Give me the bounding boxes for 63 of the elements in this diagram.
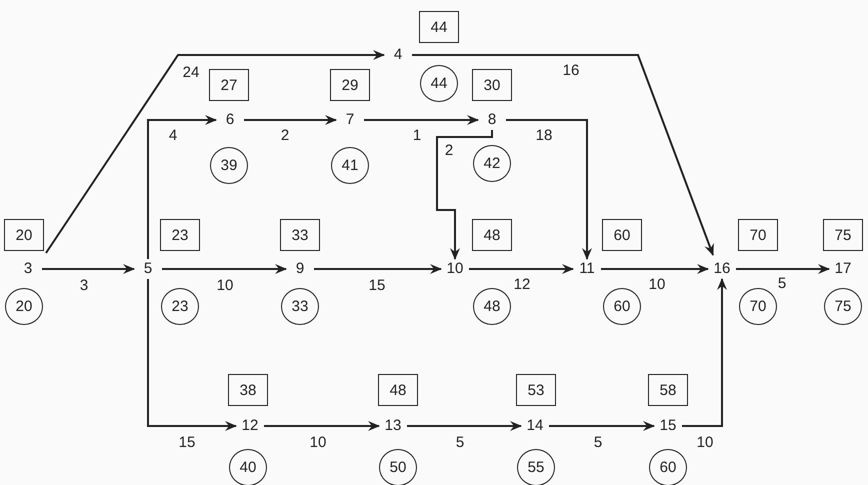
event-number: 10 [441,259,469,279]
early-time-box: 20 [4,219,44,251]
late-time-circle: 60 [649,449,687,485]
event-number: 3 [14,259,42,279]
early-time-box: 53 [516,374,556,406]
arrow [682,278,727,427]
event-number: 4 [384,45,412,65]
event-number: 7 [336,110,364,130]
early-time-box: 30 [472,69,512,101]
early-time-box: 38 [228,374,268,406]
early-time-box: 23 [160,219,200,251]
early-time-box: 29 [330,69,370,101]
event-number: 8 [478,110,506,130]
late-time-circle: 39 [210,147,248,184]
early-time-box: 33 [280,219,320,251]
late-time-circle: 42 [473,145,511,182]
early-time-box: 58 [648,374,688,406]
late-time-circle: 40 [229,449,267,485]
late-time-circle: 44 [420,65,458,102]
arrow [549,421,655,431]
arrow [736,264,830,274]
late-time-circle: 23 [161,288,199,325]
early-time-box: 48 [378,374,418,406]
early-time-box: 44 [419,11,459,43]
arrow [506,119,592,260]
event-number: 14 [521,416,549,436]
arrow [412,54,714,256]
arrow [244,115,337,125]
event-number: 12 [236,416,264,436]
arrow [436,130,493,260]
arrow [407,421,522,431]
late-time-circle: 48 [473,288,511,325]
early-time-box: 27 [209,69,249,101]
late-time-circle: 70 [739,288,777,325]
event-number: 13 [379,416,407,436]
event-number: 11 [573,259,601,279]
arrow [45,50,385,254]
late-time-circle: 41 [331,147,369,184]
early-time-box: 75 [823,219,863,251]
arrow [264,421,380,431]
early-time-box: 60 [602,219,642,251]
arrow [147,279,237,431]
late-time-circle: 75 [824,288,862,325]
arrow [42,264,135,274]
early-time-box: 70 [738,219,778,251]
late-time-circle: 33 [281,288,319,325]
arrow [469,264,574,274]
arrow [147,115,217,259]
arrow [162,264,287,274]
event-number: 17 [829,259,857,279]
arrow [601,264,709,274]
late-time-circle: 60 [603,288,641,325]
late-time-circle: 55 [517,449,555,485]
arrow [314,264,442,274]
event-number: 9 [286,259,314,279]
event-number: 15 [654,416,682,436]
event-number: 16 [708,259,736,279]
late-time-circle: 50 [379,449,417,485]
arrow [364,115,479,125]
event-number: 5 [134,259,162,279]
event-number: 6 [216,110,244,130]
late-time-circle: 20 [5,288,43,325]
early-time-box: 48 [472,219,512,251]
